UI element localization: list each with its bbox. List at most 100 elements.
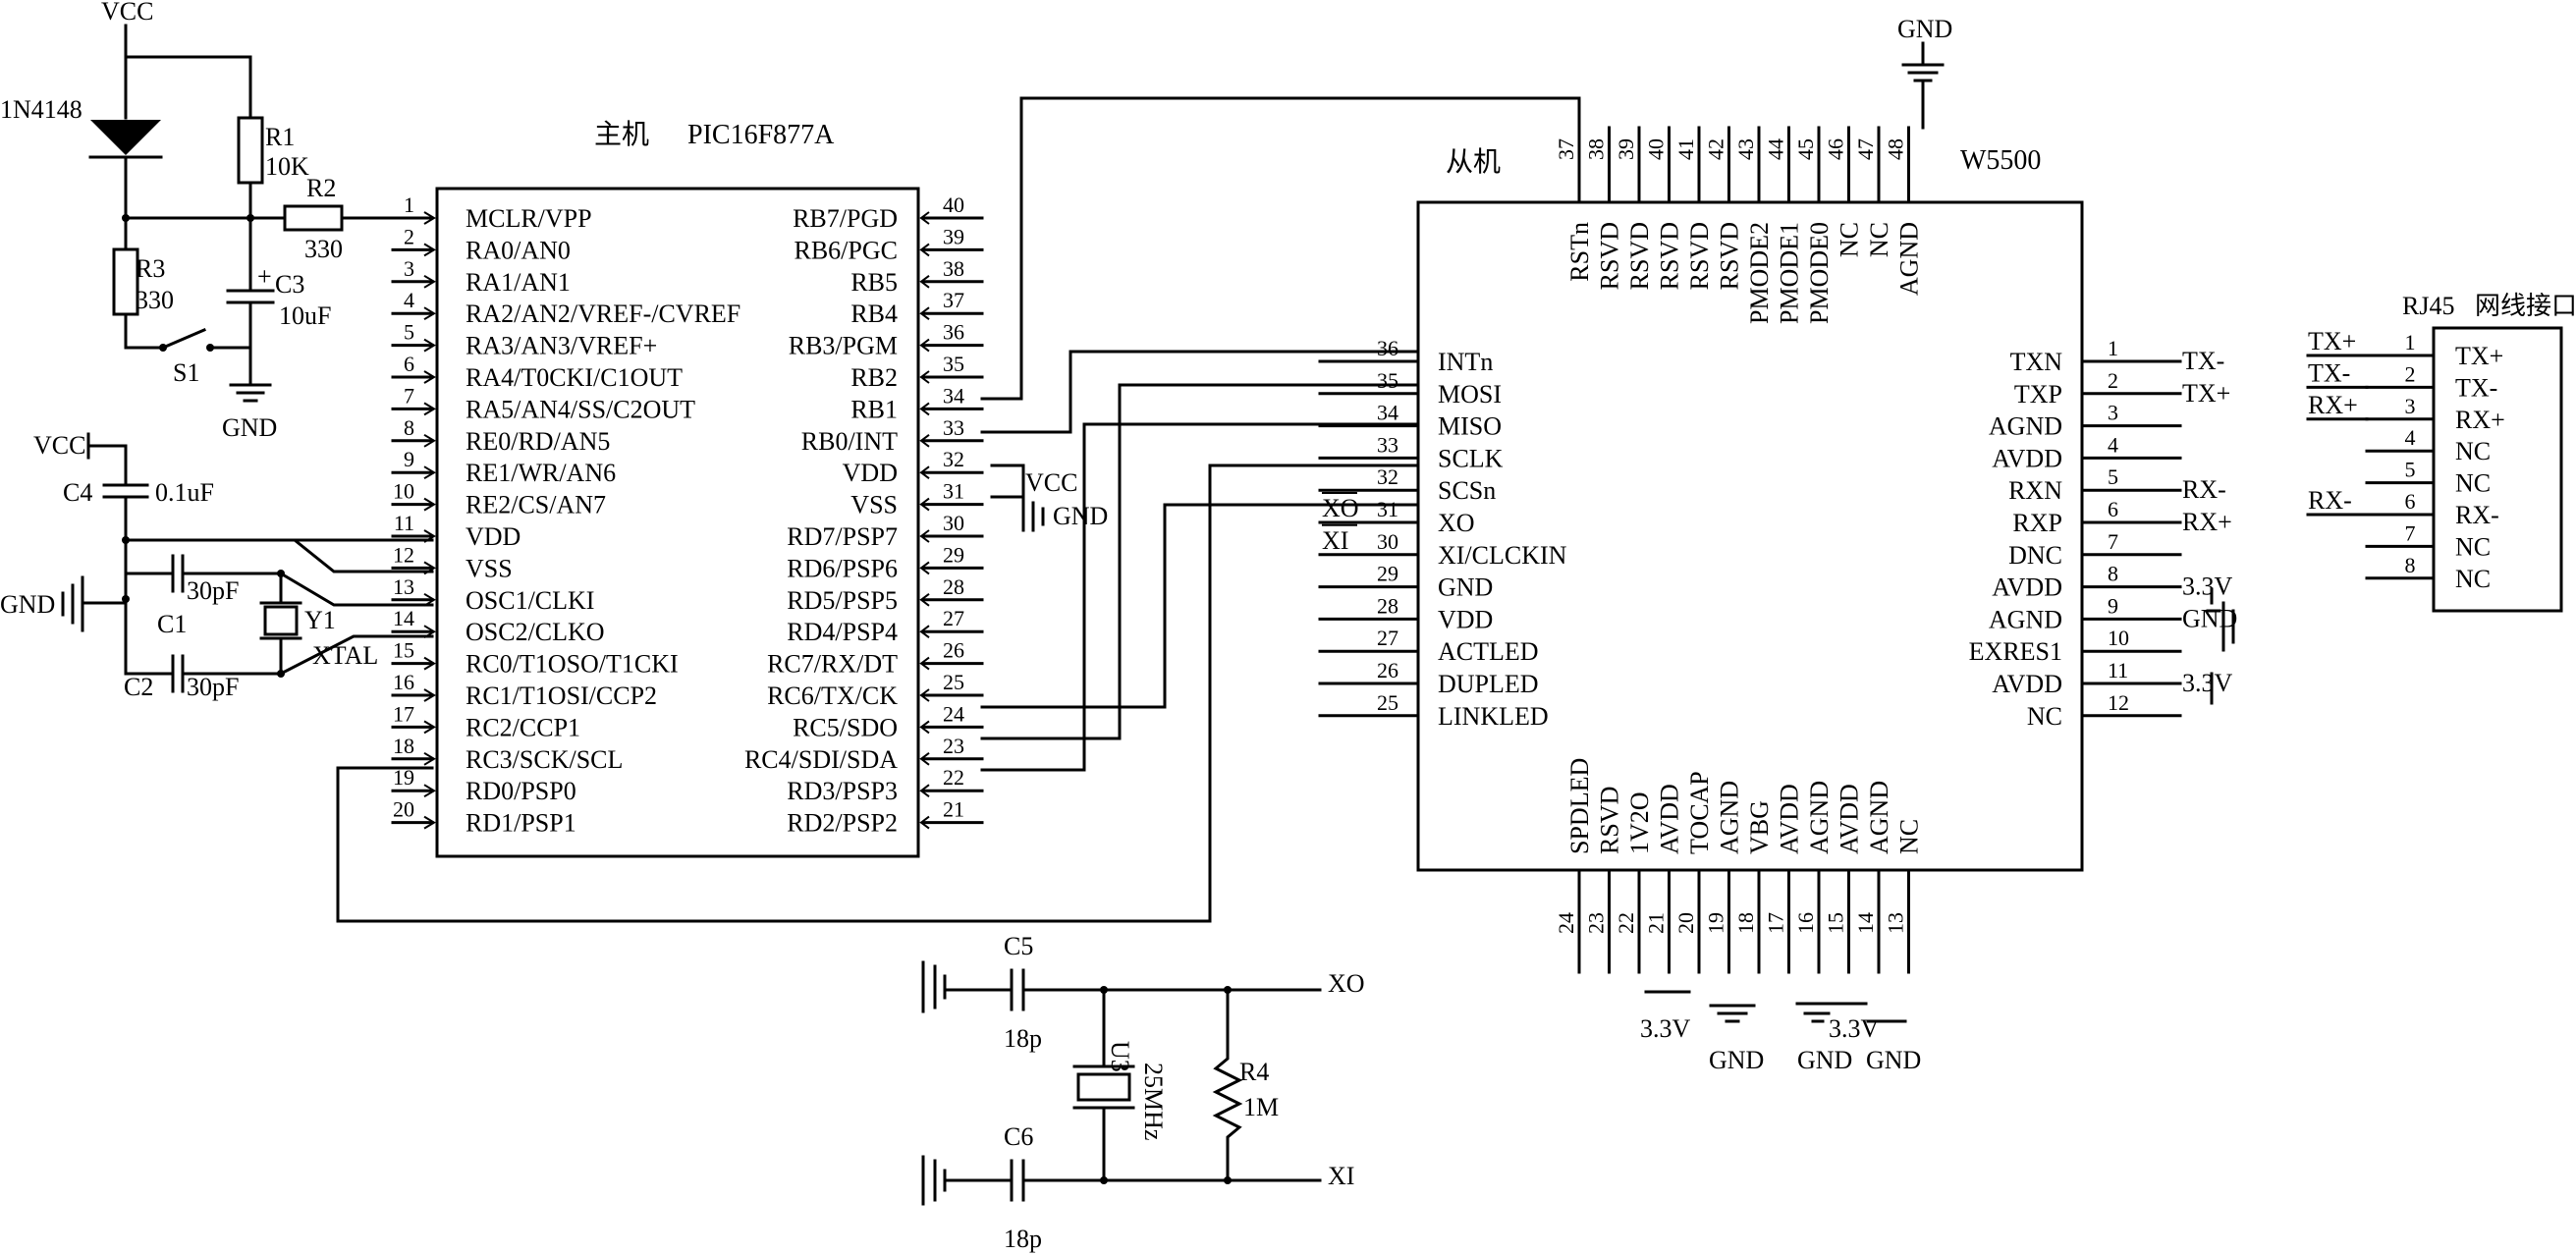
pin-number: 35 xyxy=(943,352,964,376)
pin-name: RSVD xyxy=(1596,787,1624,854)
pin-name: AVDD xyxy=(1992,573,2062,602)
pin-arrow xyxy=(919,688,930,702)
pin-arrow xyxy=(919,815,930,830)
net-label: RX- xyxy=(2182,475,2226,504)
junction-dot xyxy=(122,595,130,603)
pin-arrow xyxy=(423,274,436,289)
pin-number: 30 xyxy=(943,511,964,535)
pin-number: 1 xyxy=(404,192,414,217)
pin-number: 25 xyxy=(1377,690,1398,715)
pin-arrow xyxy=(423,784,436,798)
pin-number: 35 xyxy=(1377,368,1398,393)
pin-number: 33 xyxy=(943,415,964,440)
pin-name: RSVD xyxy=(1596,222,1624,290)
osc-vcc-label: VCC xyxy=(33,431,85,460)
pin-number: 19 xyxy=(393,765,414,790)
pin-number: 6 xyxy=(404,352,414,376)
pin-arrow xyxy=(919,529,930,543)
pin-name: NC xyxy=(2455,437,2491,465)
pin-name: RC6/TX/CK xyxy=(767,682,898,710)
pin-number: 10 xyxy=(393,479,414,504)
pin-arrow xyxy=(423,433,436,448)
pin-name: VSS xyxy=(466,554,513,582)
pin-number: 14 xyxy=(393,606,414,630)
pin-arrow xyxy=(423,688,436,702)
pin-arrow xyxy=(423,338,436,353)
pin-number: 18 xyxy=(393,734,414,758)
r2-label: R2 xyxy=(306,174,336,202)
pin-name: AGND xyxy=(1989,605,2062,633)
pin-arrow xyxy=(919,370,930,384)
pin-name: RC2/CCP1 xyxy=(466,713,580,741)
net-label: XI xyxy=(1322,526,1348,555)
pin-number: 8 xyxy=(404,415,414,440)
w5500-bottom-label: GND xyxy=(1797,1046,1852,1074)
net-label: TX+ xyxy=(2308,327,2356,355)
pin-name: RB4 xyxy=(850,300,898,328)
pin-name: NC xyxy=(1895,819,1924,854)
crystal-y1-label: Y1 xyxy=(304,606,336,634)
pin-name: RD0/PSP0 xyxy=(466,777,576,805)
pin-number: 30 xyxy=(1377,529,1398,554)
pin-name: MCLR/VPP xyxy=(466,204,592,233)
w5500-top-pins: 37RSTn38RSVD39RSVD40RSVD41RSVD42RSVD43PM… xyxy=(1554,126,1924,324)
pin-arrow xyxy=(423,720,436,735)
pin-number: 5 xyxy=(2405,458,2416,482)
pin-number: 7 xyxy=(2405,520,2416,545)
pin-arrow xyxy=(919,465,930,480)
pin-name: RA5/AN4/SS/C2OUT xyxy=(466,395,695,423)
reset-vcc-label: VCC xyxy=(101,0,153,26)
net-label: XO xyxy=(1322,494,1359,522)
switch-label: S1 xyxy=(173,358,199,387)
mcu-left-wiring xyxy=(124,464,1420,923)
osc-gnd-label: GND xyxy=(0,590,55,619)
net-label: TX- xyxy=(2308,358,2350,387)
pin-arrow xyxy=(919,243,930,257)
pin-name: RA1/AN1 xyxy=(466,268,571,297)
pin-number: 12 xyxy=(393,542,414,567)
pin-arrow xyxy=(423,815,436,830)
pin-number: 23 xyxy=(1584,912,1609,934)
c4-label: C4 xyxy=(63,478,92,507)
pin-name: DNC xyxy=(2008,541,2062,570)
pin-number: 3 xyxy=(404,256,414,281)
pin-name: PMODE0 xyxy=(1805,222,1834,324)
pin-arrow xyxy=(423,211,436,225)
pin-name: VDD xyxy=(1438,605,1493,633)
pin-number: 47 xyxy=(1853,138,1878,160)
pin-number: 21 xyxy=(1644,912,1669,934)
pin-name: RE1/WR/AN6 xyxy=(466,459,616,487)
pin-number: 40 xyxy=(1644,138,1669,160)
net-label: RX- xyxy=(2308,486,2352,515)
pin-name: RB2 xyxy=(850,363,898,392)
mcu-power: VCC GND xyxy=(990,464,1108,532)
rj45-title: RJ45 xyxy=(2402,292,2454,320)
pin-number: 39 xyxy=(1614,138,1638,160)
pin-arrow xyxy=(919,784,930,798)
pin-name: EXRES1 xyxy=(1969,637,2062,666)
pin-arrow xyxy=(919,211,930,225)
pin-name: ACTLED xyxy=(1438,637,1539,666)
pin-number: 4 xyxy=(2108,432,2118,457)
pin-name: RD7/PSP7 xyxy=(787,522,898,551)
pin-number: 27 xyxy=(943,606,964,630)
pin-number: 21 xyxy=(943,797,964,822)
clock-xi-label: XI xyxy=(1328,1162,1354,1190)
pin-number: 48 xyxy=(1884,138,1908,160)
pin-arrow xyxy=(919,433,930,448)
pin-arrow xyxy=(423,243,436,257)
pin-name: INTn xyxy=(1438,348,1493,376)
net-label: TX- xyxy=(2182,347,2224,375)
pin-name: AGND xyxy=(1895,222,1924,296)
net-label: 3.3V xyxy=(2182,669,2233,697)
pin-name: AVDD xyxy=(1992,444,2062,472)
pin-name: RC5/SDO xyxy=(793,713,898,741)
pin-number: 10 xyxy=(2108,626,2129,650)
pin-number: 24 xyxy=(1554,912,1578,934)
w5500-body xyxy=(1416,200,2084,872)
pin-name: XO xyxy=(1438,509,1475,537)
r4-label: R4 xyxy=(1239,1058,1269,1086)
c1-label: C1 xyxy=(157,610,187,638)
